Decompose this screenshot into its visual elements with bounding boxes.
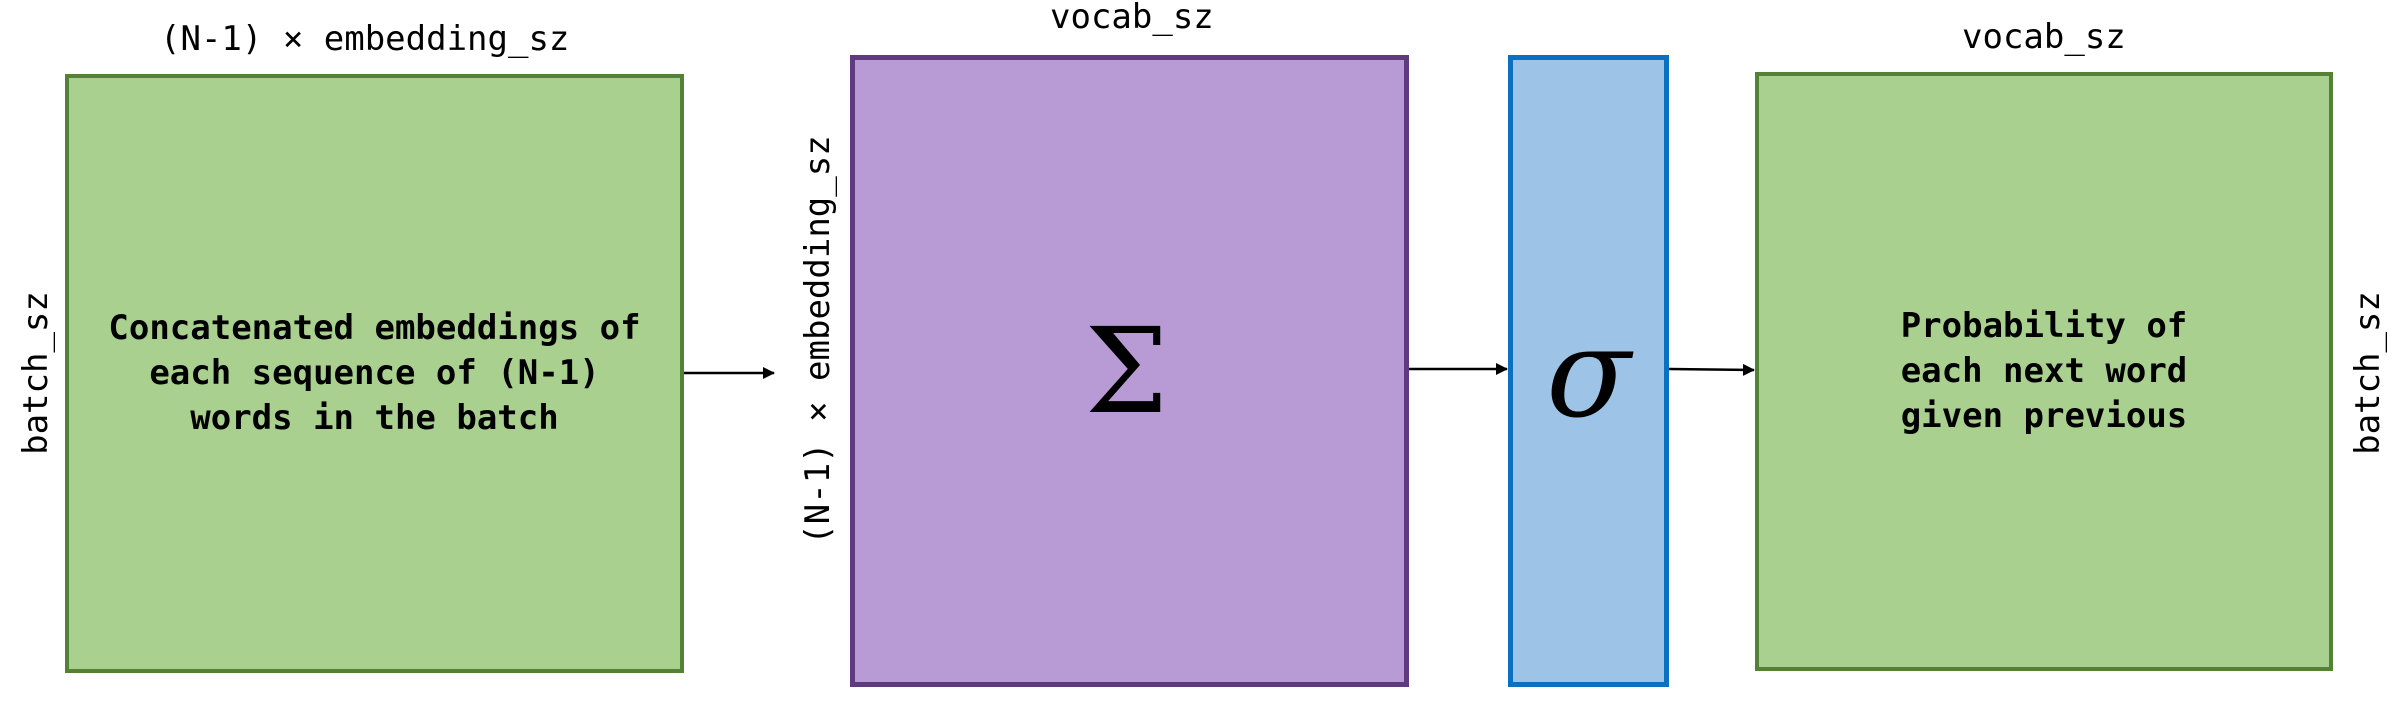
input-embeddings-box: Concatenated embeddings of each sequence… xyxy=(65,74,684,673)
arrow-activation-to-output xyxy=(1668,363,1755,376)
sigma-activation-symbol: σ xyxy=(1546,302,1631,446)
input-height-label: batch_sz xyxy=(16,291,56,455)
weights-height-label: (N-1) × embedding_sz xyxy=(798,135,838,545)
weights-width-label: vocab_sz xyxy=(1050,0,1214,37)
weights-sum-box: Σ xyxy=(850,55,1409,687)
sigma-sum-symbol: Σ xyxy=(1084,302,1169,440)
output-probability-box: Probability of each next word given prev… xyxy=(1755,72,2333,671)
output-height-label: batch_sz xyxy=(2348,291,2388,455)
output-probability-text: Probability of each next word given prev… xyxy=(1900,306,2188,436)
output-width-label: vocab_sz xyxy=(1962,17,2126,57)
activation-box: σ xyxy=(1508,55,1669,687)
input-embeddings-text: Concatenated embeddings of each sequence… xyxy=(108,308,641,438)
input-width-label: (N-1) × embedding_sz xyxy=(160,19,570,59)
